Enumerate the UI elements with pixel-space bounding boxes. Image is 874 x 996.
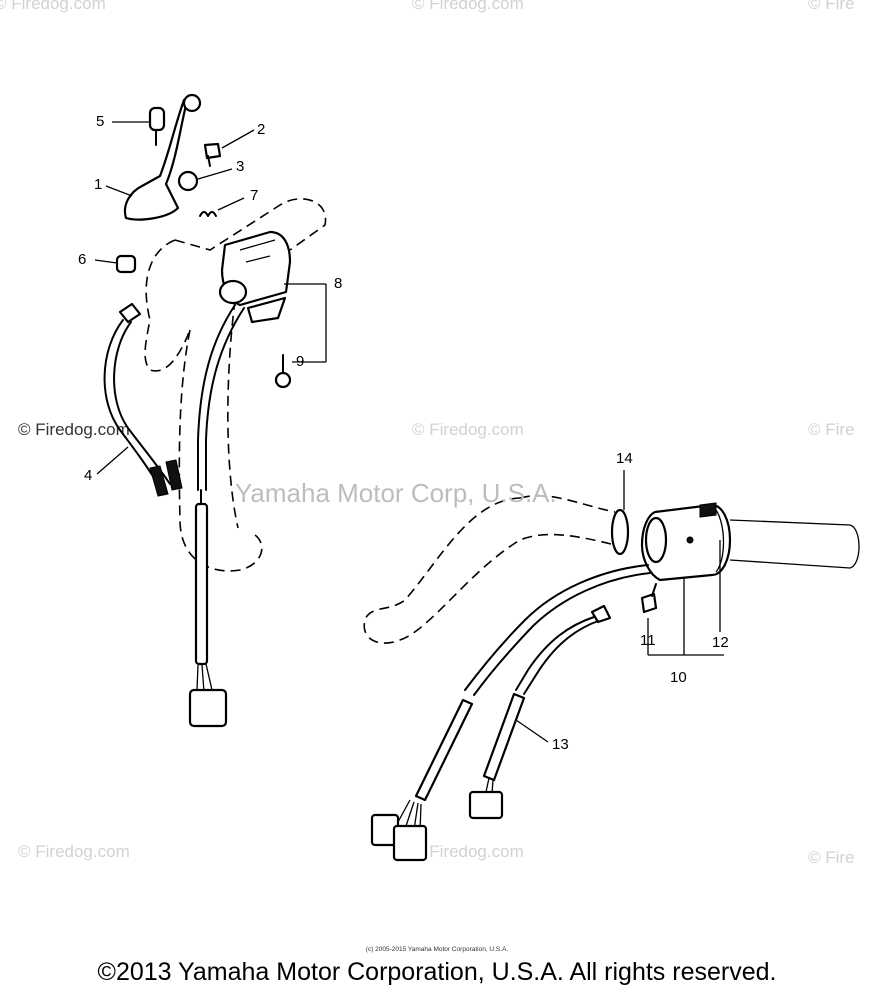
callout-6: 6 [78, 251, 87, 268]
watermark-mid-left: © Firedog.com [18, 420, 130, 439]
callout-1: 1 [94, 176, 103, 193]
callout-9: 9 [296, 353, 305, 370]
small-copyright: (c) 2005-2015 Yamaha Motor Corporation, … [365, 946, 509, 953]
callout-14: 14 [616, 450, 633, 467]
callout-3: 3 [236, 158, 245, 175]
callout-13: 13 [552, 736, 569, 753]
callout-7: 7 [250, 187, 259, 204]
callout-11: 11 [640, 632, 656, 649]
watermark-top-right: © Fire [808, 0, 855, 13]
right-handlebar-switch [640, 502, 732, 582]
right-switch-cable [370, 564, 651, 862]
pivot-bolt [203, 142, 222, 167]
watermark-top-center: © Firedog.com [412, 0, 524, 13]
brand-watermark: Yamaha Motor Corp, U.S.A. [235, 478, 557, 508]
callout-8: 8 [334, 275, 343, 292]
switch-screw [274, 354, 292, 389]
callout-10: 10 [670, 669, 687, 686]
watermark-mid-center: © Firedog.com [412, 420, 524, 439]
watermark-bottom-center: © Firedog.com [412, 842, 524, 861]
watermark-bottom-right: © Fire [808, 848, 855, 867]
callout-2: 2 [257, 121, 266, 138]
right-handlebar-outline [363, 494, 860, 644]
leader-lines [94, 121, 724, 743]
rubber-cap [115, 254, 137, 274]
left-switch-cable [188, 304, 245, 728]
watermark-bottom-left: © Firedog.com [18, 842, 130, 861]
callout-4: 4 [84, 467, 93, 484]
callout-5: 5 [96, 113, 105, 130]
brake-switch-cable [468, 604, 612, 820]
watermark-mid-right: © Fire [808, 420, 855, 439]
watermark-top-left: © Firedog.com [0, 0, 106, 13]
pivot-nut [177, 170, 199, 192]
footer-copyright: ©2013 Yamaha Motor Corporation, U.S.A. A… [97, 958, 777, 986]
clutch-lever [123, 93, 202, 221]
throttle-collar [610, 508, 630, 556]
lever-spring [199, 211, 217, 217]
left-handlebar-outline [144, 198, 327, 572]
callout-12: 12 [712, 634, 729, 651]
left-handlebar-switch [218, 230, 292, 324]
right-switch-screw [640, 583, 658, 614]
lever-adjuster-bolt [148, 106, 166, 146]
clutch-switch-cable [103, 302, 183, 497]
